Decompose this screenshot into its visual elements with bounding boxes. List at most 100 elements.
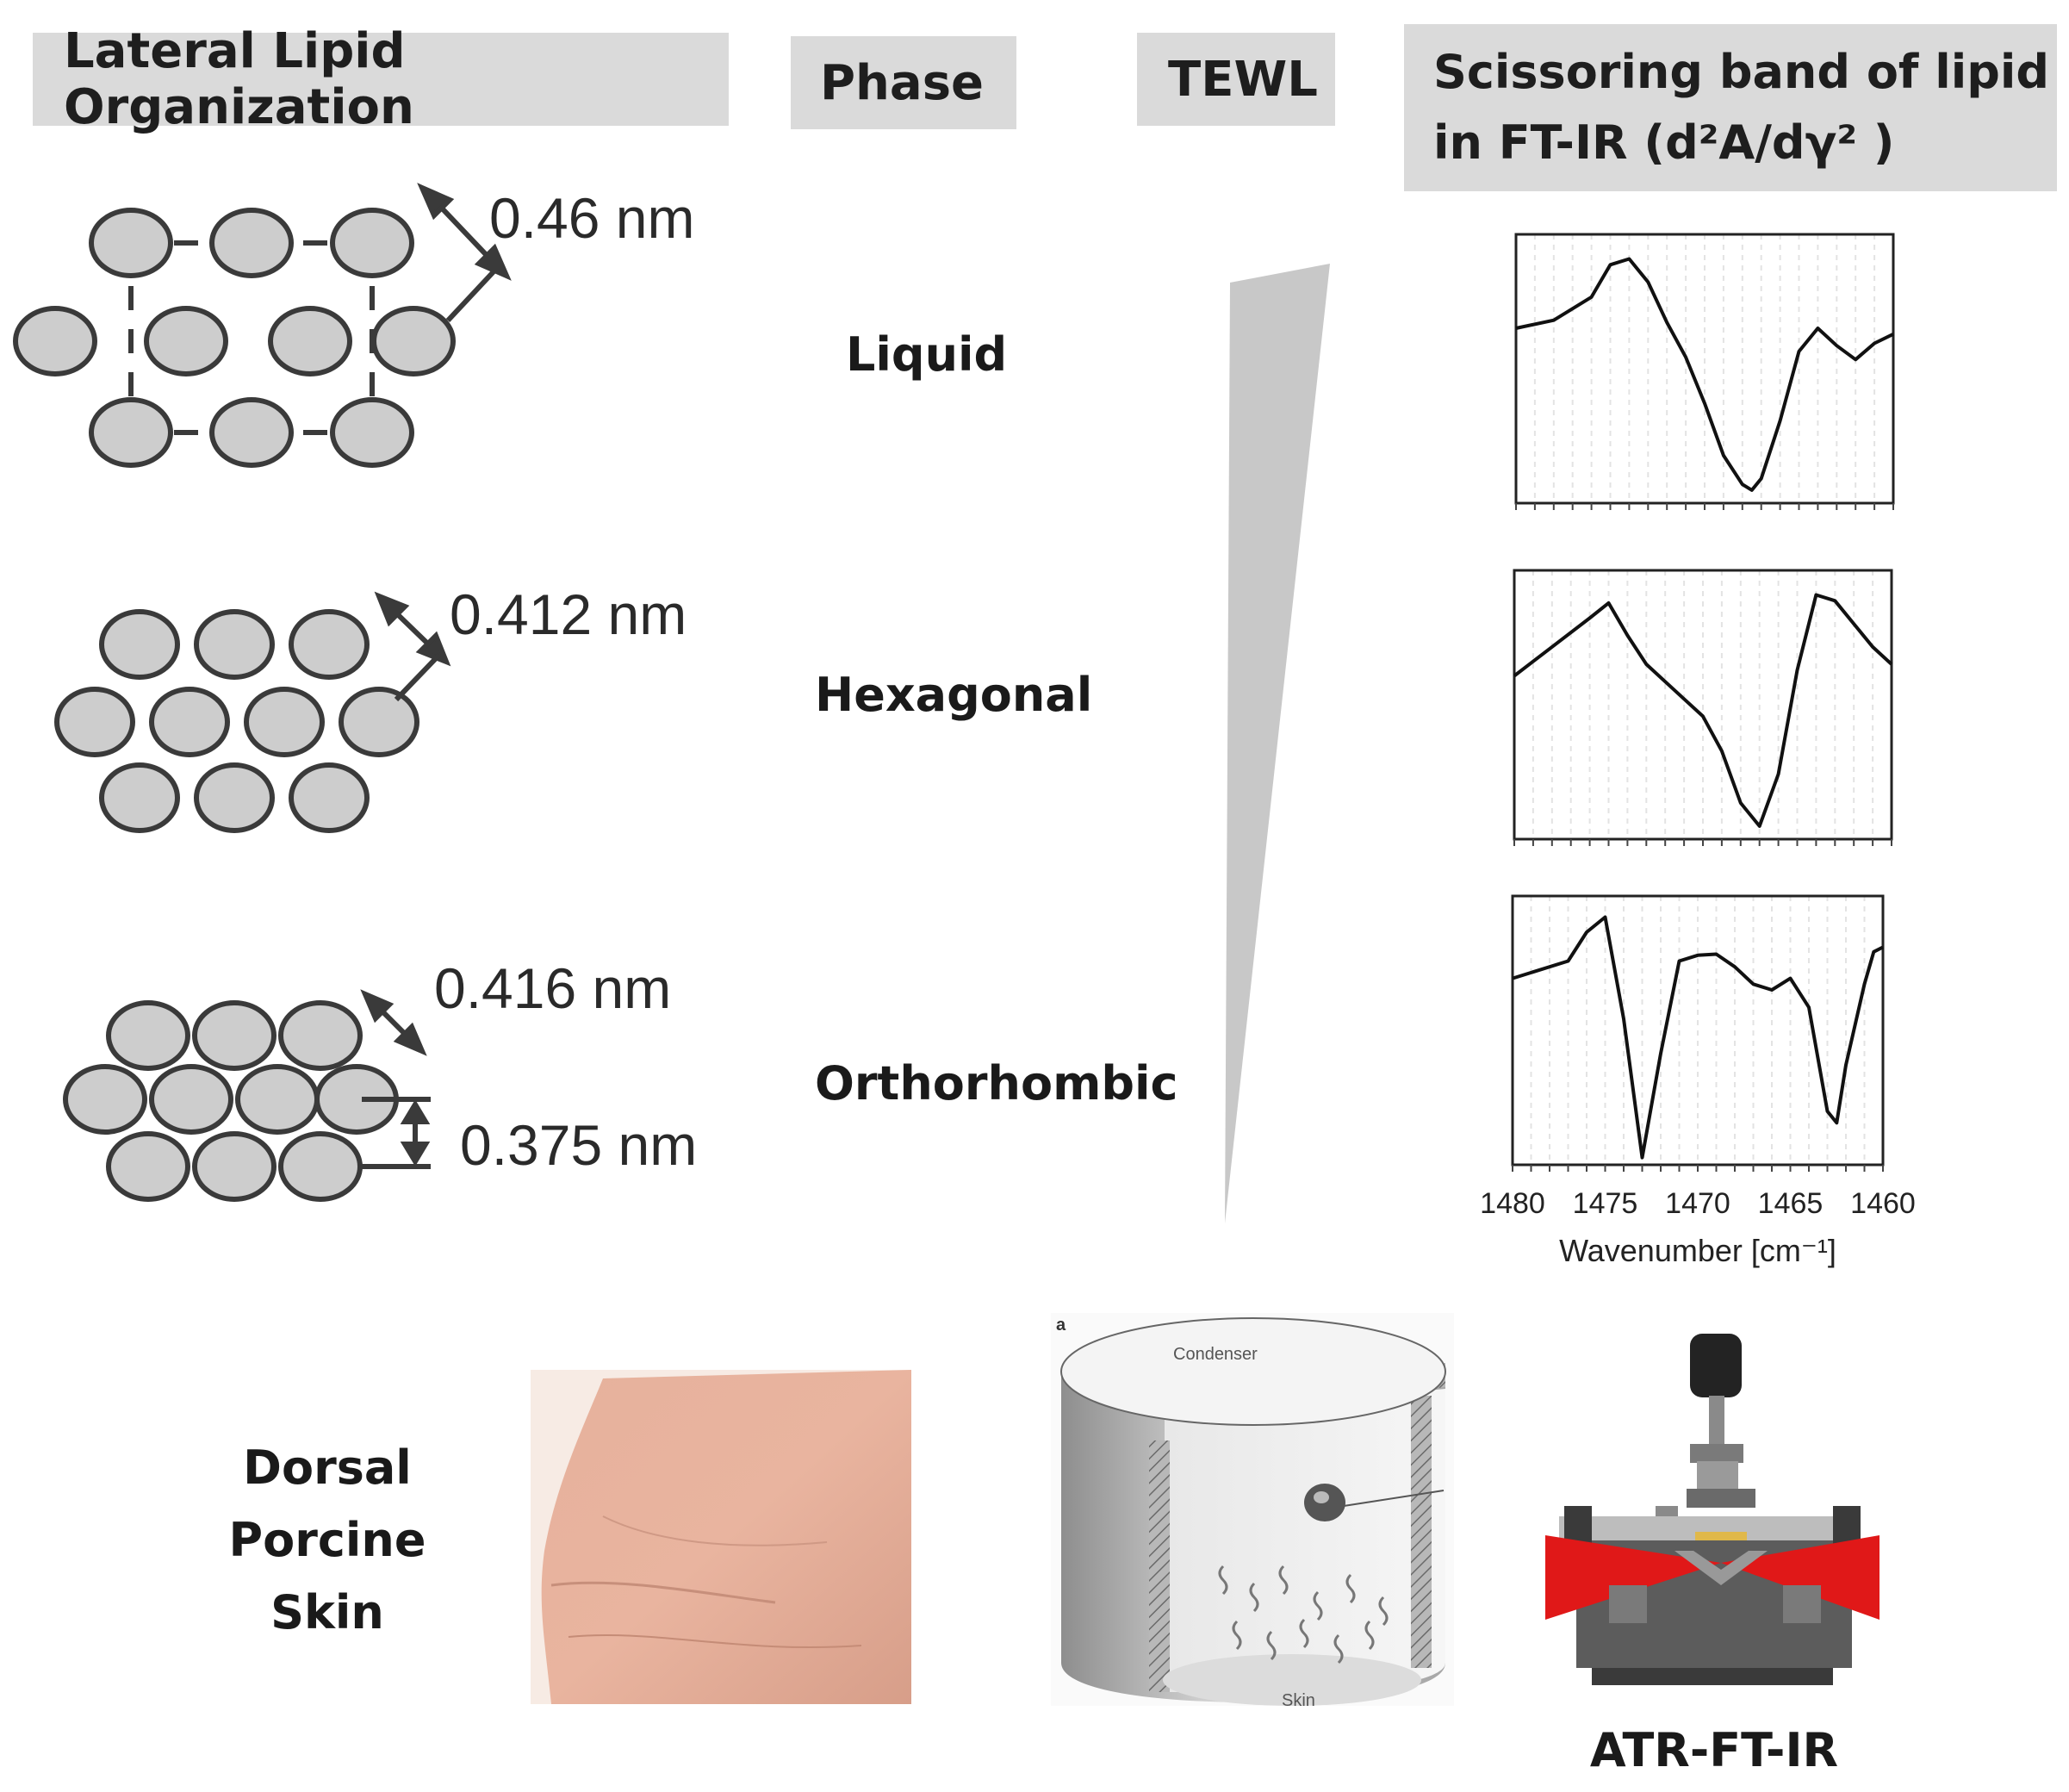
ir-beam-out [1721, 1535, 1879, 1620]
tewl-wedge [1225, 264, 1330, 1223]
lipid-molecule [63, 1064, 147, 1135]
porcine-skin-photo [531, 1370, 911, 1704]
chamber-wall-section [1149, 1440, 1170, 1692]
skin-small-label: Skin [1282, 1691, 1315, 1710]
vapor-squiggle [1333, 1633, 1344, 1664]
lipid-molecule [144, 306, 228, 376]
vapor-squiggle [1378, 1596, 1389, 1627]
sensor-lead [1343, 1490, 1445, 1507]
chamber-wall-section [1411, 1396, 1432, 1668]
lipid-molecule [13, 306, 97, 376]
lipid-molecule [289, 762, 370, 833]
accessory-base [1592, 1668, 1833, 1685]
spacing-hexagonal: 0.412 nm [450, 582, 687, 646]
lipid-molecule [268, 306, 352, 376]
x-tick-label: 1460 [1850, 1187, 1916, 1220]
vapor-squiggle [1218, 1565, 1228, 1596]
accessory-detail [1609, 1585, 1647, 1623]
x-tick-label: 1470 [1665, 1187, 1730, 1220]
arrowhead [360, 989, 395, 1024]
phase-label-orthorhombic: Orthorhombic [815, 1056, 1178, 1111]
x-tick-label: 1465 [1758, 1187, 1824, 1220]
liquid-lattice [13, 183, 512, 468]
skin-fold [568, 1633, 862, 1649]
lipid-molecule [149, 687, 230, 757]
header-organization-text: Lateral Lipid Organization [64, 23, 414, 135]
atr-accessory [1545, 1334, 1879, 1685]
lipid-molecule [209, 208, 294, 278]
header-ir-line1: Scissoring band of lipid [1433, 45, 2050, 99]
lipid-molecule [192, 1131, 276, 1202]
lipid-molecule [89, 397, 173, 468]
spacing-orthorhombic-a: 0.416 nm [434, 956, 671, 1020]
lipid-molecule [99, 762, 180, 833]
lipid-molecule [371, 306, 456, 376]
vapor-squiggle [1278, 1565, 1289, 1596]
lipid-molecule [244, 687, 325, 757]
atr-crystal [1695, 1532, 1747, 1540]
lipid-molecule [106, 1000, 190, 1071]
arrowhead [417, 183, 455, 221]
orthorhombic-lattice [63, 989, 431, 1202]
beam-mirrors [1674, 1551, 1768, 1585]
clamp-head [1690, 1444, 1743, 1463]
knob-shaft [1709, 1396, 1724, 1447]
arrowhead [393, 1022, 427, 1056]
skin-caption: Dorsal Porcine Skin [215, 1432, 439, 1649]
phase-label-liquid: Liquid [846, 327, 1008, 382]
header-tewl-text: TEWL [1168, 51, 1318, 108]
skin-fold [602, 1515, 828, 1546]
vapor-squiggle [1364, 1620, 1375, 1651]
arrowhead [374, 591, 410, 627]
skin-surface [1163, 1654, 1421, 1706]
hexagonal-lattice [54, 591, 451, 833]
vapor-squiggle [1345, 1573, 1356, 1604]
tewl-condenser-chamber: a Condenser Skin [1051, 1313, 1454, 1710]
accessory-detail [1783, 1585, 1821, 1623]
clamp-body [1697, 1461, 1738, 1490]
pressure-knob [1690, 1334, 1742, 1397]
ir-spectrum-line-liquid [1515, 257, 1894, 492]
vapor-squiggle [1313, 1590, 1323, 1621]
condenser-top [1060, 1317, 1446, 1426]
lipid-molecule [209, 397, 294, 468]
vapor-squiggle [1299, 1618, 1309, 1649]
lipid-molecule [99, 609, 180, 680]
lipid-molecule [194, 609, 275, 680]
skin-caption-line3: Skin [270, 1585, 384, 1640]
header-phase: Phase [791, 36, 1016, 129]
lipid-molecule [330, 208, 414, 278]
extension-line [445, 264, 500, 323]
lipid-molecule [54, 687, 135, 757]
spacing-orthorhombic-b: 0.375 nm [460, 1113, 697, 1177]
x-tick-label: 1475 [1573, 1187, 1638, 1220]
panel-letter: a [1056, 1316, 1066, 1335]
header-lateral-lipid-organization: Lateral Lipid Organization [33, 23, 729, 135]
header-ir-scissoring: Scissoring band of lipid in FT-IR (d²A/d… [1404, 24, 2057, 191]
vapor-squiggle [1266, 1630, 1277, 1661]
vapor-squiggle [1232, 1620, 1242, 1651]
skin-fold [550, 1581, 776, 1604]
extension-line [394, 652, 442, 702]
lipid-molecule [106, 1131, 190, 1202]
lipid-molecule [192, 1000, 276, 1071]
clamp-arm [1687, 1489, 1755, 1508]
sensor-highlight [1314, 1491, 1329, 1503]
skin-sample [541, 1370, 911, 1704]
lipid-molecule [278, 1131, 363, 1202]
skin-caption-line2: Porcine [228, 1513, 426, 1567]
x-tick-label: 1480 [1480, 1187, 1545, 1220]
lipid-molecule [149, 1064, 233, 1135]
chamber-interior [1165, 1389, 1445, 1692]
phase-label-hexagonal: Hexagonal [815, 668, 1093, 722]
ir-beam-in [1545, 1535, 1721, 1620]
arrowhead [400, 1099, 431, 1124]
x-axis-label: Wavenumber [cm⁻¹] [1559, 1233, 1836, 1268]
skin-caption-line1: Dorsal [243, 1440, 412, 1495]
lipid-molecule [330, 397, 414, 468]
ir-spectrum-line-hexagonal [1513, 593, 1893, 828]
vapor-squiggle [1249, 1582, 1259, 1613]
ir-spectrum-line-orthorhombic [1512, 915, 1884, 1160]
